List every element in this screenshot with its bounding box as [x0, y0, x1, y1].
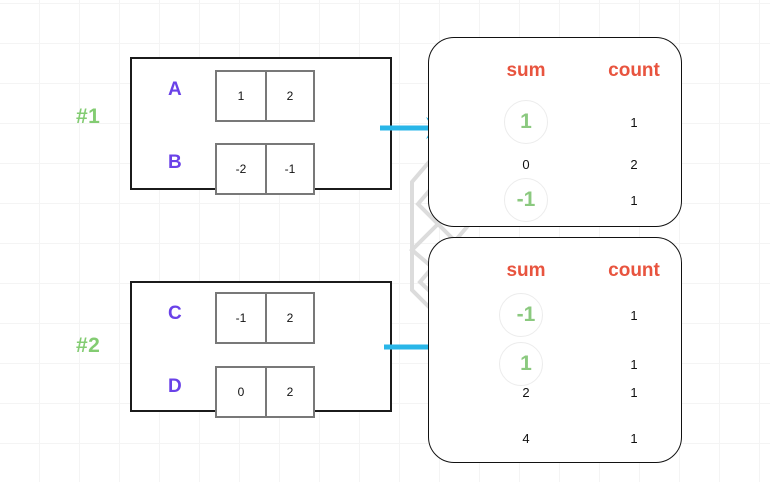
- cell-d-0: 0: [237, 385, 245, 399]
- row-letter-d: D: [168, 376, 182, 397]
- table2-header-count: count: [608, 260, 660, 281]
- table1-row1-sum: 0: [522, 157, 530, 172]
- table2-row3-count: 1: [630, 431, 638, 446]
- cell-pair-b: -2 -1: [215, 143, 315, 195]
- row-letter-b: B: [168, 152, 182, 173]
- row-letter-c: C: [168, 303, 182, 324]
- cell-a-0: 1: [237, 89, 245, 103]
- cell-pair-a: 1 2: [215, 70, 315, 122]
- cell-pair-c: -1 2: [215, 292, 315, 344]
- cell-a-1: 2: [265, 72, 313, 120]
- input-panel-2: C -1 2 D 0 2: [130, 281, 392, 418]
- cell-c-0: -1: [235, 311, 247, 325]
- table2-row0-sum: -1: [516, 303, 536, 326]
- table1-row0-count: 1: [630, 115, 638, 130]
- cell-c-1: 2: [265, 294, 313, 342]
- cell-b-1: -1: [265, 145, 313, 193]
- cell-d-1: 2: [265, 368, 313, 416]
- table1-row0-sum: 1: [520, 110, 532, 133]
- table1-header-sum: sum: [506, 60, 546, 81]
- table1-row2-sum: -1: [516, 188, 536, 211]
- table2-row3-sum: 4: [522, 431, 530, 446]
- result-table-1: sum count 1 1 0 2 -1 1: [428, 37, 682, 227]
- input-panel-1: A 1 2 B -2 -1: [130, 57, 392, 195]
- row-letter-a: A: [168, 79, 182, 100]
- table2-row1-count: 1: [630, 357, 638, 372]
- table1-row2-count: 1: [630, 193, 638, 208]
- table2-header-sum: sum: [506, 260, 546, 281]
- table1-header-count: count: [608, 60, 660, 81]
- table2-row0-count: 1: [630, 308, 638, 323]
- table2-row2-count: 1: [630, 385, 638, 400]
- table2-row0-highlight-circle: [499, 293, 543, 337]
- table1-row0-highlight-circle: [504, 100, 548, 144]
- cell-pair-d: 0 2: [215, 366, 315, 418]
- table2-row2-sum: 2: [522, 385, 530, 400]
- result-table-2: sum count -1 1 1 1 2 1 4 1: [428, 237, 682, 463]
- table2-row1-highlight-circle: [499, 342, 543, 386]
- table1-row1-count: 2: [630, 157, 638, 172]
- group-label-2: #2: [76, 334, 101, 357]
- table1-row2-highlight-circle: [504, 178, 548, 222]
- cell-b-0: -2: [235, 162, 247, 176]
- group-label-1: #1: [76, 105, 101, 128]
- table2-row1-sum: 1: [520, 352, 532, 375]
